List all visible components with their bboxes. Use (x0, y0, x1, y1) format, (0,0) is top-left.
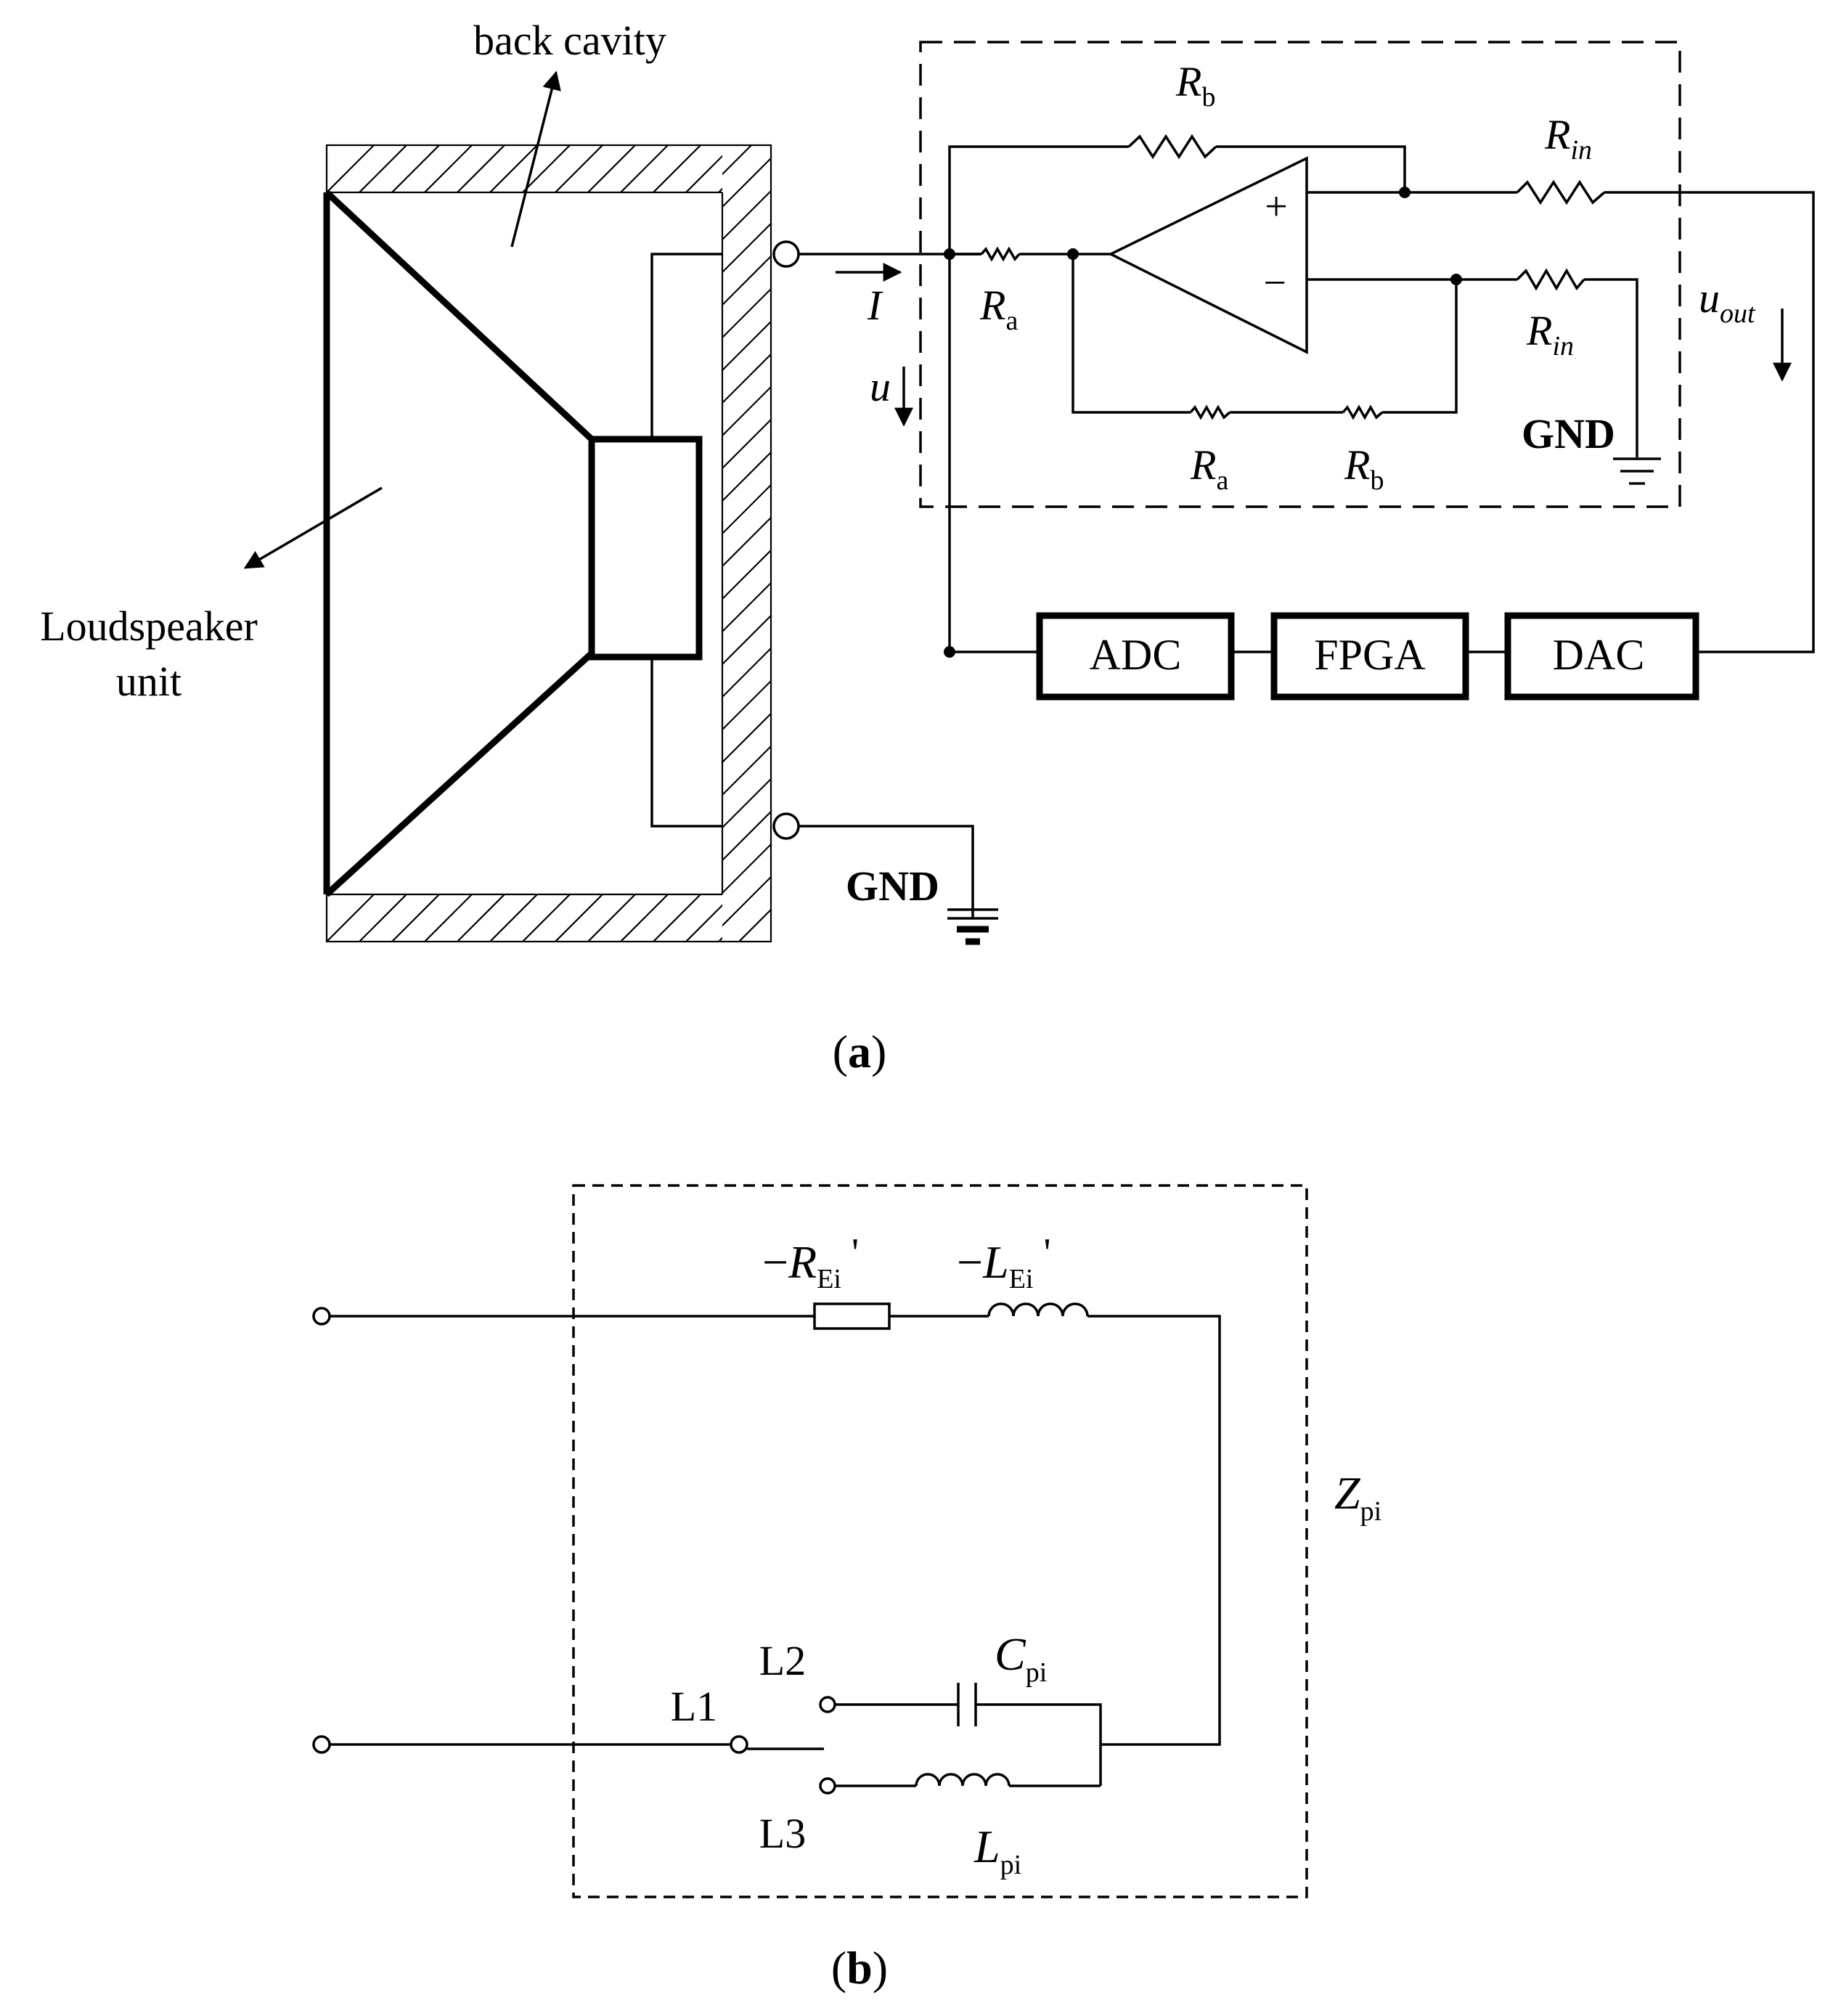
resistor-rb-top (1127, 134, 1217, 160)
terminal-top (772, 240, 800, 268)
junction-dot (944, 248, 955, 260)
opamp-plus: + (1265, 184, 1288, 229)
label-rin-right: Rin (1526, 307, 1574, 362)
label-l3: L3 (759, 1810, 806, 1857)
zpi-box (572, 1184, 1308, 1898)
loudspeaker-label-line2: unit (116, 658, 181, 705)
opamp (1108, 156, 1308, 354)
inductor-lpi (915, 1773, 1011, 1787)
terminal-b-top (312, 1307, 331, 1326)
label-cpi: Cpi (995, 1628, 1047, 1688)
amplifier-circuit: + − GND (944, 134, 1815, 658)
adc-label: ADC (1090, 631, 1182, 679)
opamp-minus: − (1263, 261, 1286, 306)
gnd-inner-label: GND (1522, 410, 1615, 457)
converter-chain: ADC FPGA DAC (950, 612, 1699, 701)
switch-contact-l2 (819, 1696, 836, 1713)
current-label: I (867, 282, 883, 329)
switch-contact-l3 (819, 1777, 836, 1795)
gnd-outer-label: GND (846, 862, 939, 910)
amplifier-box (919, 41, 1681, 508)
resistor-rin-top (1516, 179, 1606, 205)
label-rb-top: Rb (1175, 58, 1215, 113)
caption-b: (b) (831, 1942, 888, 1993)
label-l2: L2 (759, 1637, 806, 1684)
junction-dot (1450, 274, 1462, 285)
hatch-right (722, 145, 772, 942)
caption-a: (a) (833, 1026, 887, 1077)
switch-contact-l1 (730, 1735, 748, 1754)
enclosure (325, 144, 772, 943)
label-rb-bottom: Rb (1344, 441, 1384, 496)
label-uout: uout (1699, 274, 1756, 329)
panel-b: −REi' −LEi' Zpi L1 L2 L3 Cpi Lpi (b) (312, 1184, 1381, 1993)
input-wiring: I u GND (799, 253, 998, 945)
back-cavity-label: back cavity (473, 17, 666, 64)
label-lei: −LEi' (957, 1231, 1051, 1294)
label-rei: −REi' (762, 1231, 859, 1294)
fpga-block (1270, 612, 1469, 701)
resistor-rei (813, 1302, 891, 1330)
hatch-top (327, 145, 722, 192)
inductor-lei (987, 1302, 1089, 1317)
resistor-rb-bottom (1342, 404, 1384, 420)
adc-block (1036, 612, 1235, 701)
loudspeaker-callout: Loudspeaker unit (40, 486, 383, 705)
label-rin-top: Rin (1544, 111, 1592, 166)
resistor-rin-right (1516, 268, 1585, 291)
junction-dot (1067, 248, 1079, 260)
dac-block (1504, 612, 1699, 701)
fpga-label: FPGA (1314, 631, 1425, 679)
hatch-bottom (327, 894, 722, 942)
label-lpi: Lpi (973, 1821, 1021, 1880)
loudspeaker-unit (323, 189, 722, 897)
back-cavity-callout: back cavity (473, 17, 666, 248)
voltage-label: u (870, 363, 891, 410)
label-l1: L1 (671, 1683, 717, 1730)
loudspeaker-label-line1: Loudspeaker (40, 603, 258, 650)
label-ra-input: Ra (979, 282, 1018, 336)
panel-a: back cavity Loudspeaker unit I u GND (40, 17, 1815, 1077)
resistor-ra-input (980, 246, 1021, 262)
label-zpi: Zpi (1334, 1467, 1381, 1527)
resistor-ra-bottom (1189, 404, 1231, 420)
terminal-bottom (772, 812, 800, 840)
junction-dot (1399, 187, 1411, 198)
dac-label: DAC (1553, 631, 1645, 679)
label-ra-bottom: Ra (1190, 441, 1228, 496)
terminal-b-bottom (312, 1735, 331, 1754)
